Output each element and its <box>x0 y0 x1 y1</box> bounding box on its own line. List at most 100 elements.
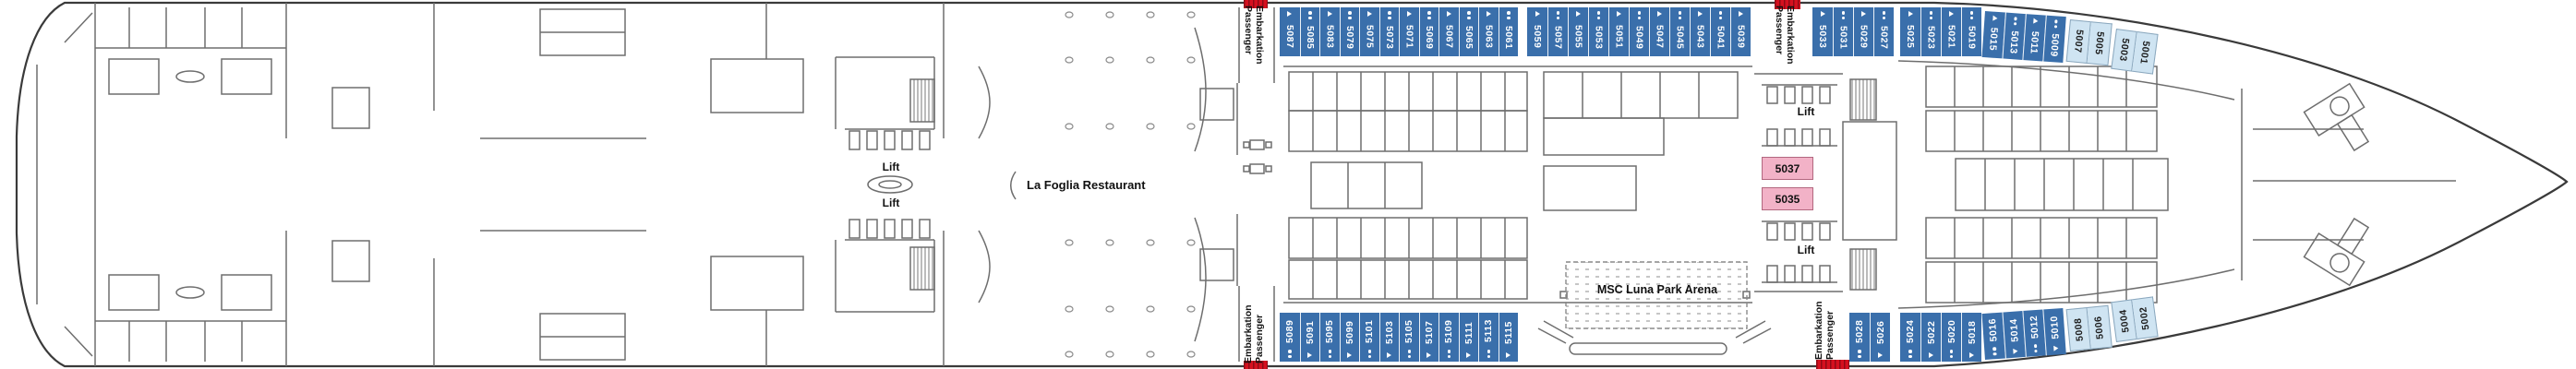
cabin-number: 5113 <box>1483 319 1495 343</box>
cabin-5057[interactable]: 5057 <box>1547 7 1568 56</box>
cabin-number: 5025 <box>1905 24 1916 49</box>
cabin-number: 5059 <box>1532 24 1543 49</box>
triangle-marker-icon <box>2053 345 2059 351</box>
cabin-5089[interactable]: 5089 <box>1280 313 1300 362</box>
cabin-number: 5039 <box>1735 24 1747 49</box>
cabin-5091[interactable]: 5091 <box>1299 313 1319 362</box>
two-dot-marker-icon <box>1841 11 1846 19</box>
cabin-5063[interactable]: 5063 <box>1478 7 1499 56</box>
two-dot-marker-icon <box>1882 11 1886 19</box>
triangle-marker-icon <box>1878 352 1883 358</box>
triangle-marker-icon <box>1387 352 1392 358</box>
cabin-5029[interactable]: 5029 <box>1853 7 1873 56</box>
triangle-marker-icon <box>1861 11 1866 17</box>
cabin-5059[interactable]: 5059 <box>1527 7 1547 56</box>
cabin-5033[interactable]: 5033 <box>1812 7 1833 56</box>
triangle-marker-icon <box>1426 352 1432 358</box>
two-dot-marker-icon <box>1908 350 1912 358</box>
cabin-5026[interactable]: 5026 <box>1870 313 1890 362</box>
triangle-marker-icon <box>1949 11 1954 17</box>
cabin-number: 5055 <box>1572 24 1584 49</box>
cabin-5010[interactable]: 5010 <box>2042 307 2066 356</box>
cabin-number: 5089 <box>1283 319 1295 343</box>
cabin-5027[interactable]: 5027 <box>1873 7 1894 56</box>
cabin-number: 5027 <box>1878 26 1890 50</box>
cabin-5073[interactable]: 5073 <box>1378 7 1399 56</box>
cabin-5115[interactable]: 5115 <box>1498 313 1518 362</box>
cabin-5111[interactable]: 5111 <box>1458 313 1478 362</box>
cabin-5087[interactable]: 5087 <box>1280 7 1300 56</box>
cabin-5051[interactable]: 5051 <box>1608 7 1629 56</box>
cabin-5031[interactable]: 5031 <box>1833 7 1853 56</box>
cabin-number: 5002 <box>2137 305 2152 331</box>
cabin-5045[interactable]: 5045 <box>1669 7 1690 56</box>
cabin-5083[interactable]: 5083 <box>1319 7 1340 56</box>
cabin-number: 5029 <box>1858 24 1870 49</box>
triangle-marker-icon <box>1908 11 1913 17</box>
cabin-5067[interactable]: 5067 <box>1438 7 1459 56</box>
cabin-5085[interactable]: 5085 <box>1299 7 1319 56</box>
cabin-5109[interactable]: 5109 <box>1438 313 1459 362</box>
cabin-number: 5087 <box>1283 24 1295 49</box>
cabin-5043[interactable]: 5043 <box>1690 7 1710 56</box>
cabin-5099[interactable]: 5099 <box>1339 313 1359 362</box>
two-dot-marker-icon <box>2033 344 2038 353</box>
cabin-5021[interactable]: 5021 <box>1941 7 1961 56</box>
cabin-number: 5018 <box>1966 320 1978 345</box>
cabin-5009[interactable]: 5009 <box>2042 15 2066 64</box>
cabin-5049[interactable]: 5049 <box>1629 7 1649 56</box>
cabin-number: 5024 <box>1905 319 1916 343</box>
cabin-5105[interactable]: 5105 <box>1399 313 1419 362</box>
cabin-number: 5053 <box>1593 26 1605 50</box>
lift-label-fwd-bottom: Lift <box>1797 244 1815 256</box>
cabin-5005[interactable]: 5005 <box>2087 21 2113 66</box>
cabin-5071[interactable]: 5071 <box>1399 7 1419 56</box>
two-dot-marker-icon <box>1447 350 1451 358</box>
cabin-5025[interactable]: 5025 <box>1900 7 1920 56</box>
cabin-5020[interactable]: 5020 <box>1941 313 1961 362</box>
lift-label-aft-top: Lift <box>882 161 900 173</box>
cabin-5039[interactable]: 5039 <box>1730 7 1751 56</box>
two-dot-marker-icon <box>1507 11 1511 19</box>
passenger-embarkation-label-fwd-top: Passenger Embarkation <box>1774 6 1796 65</box>
two-dot-marker-icon <box>1487 350 1490 358</box>
two-dot-marker-icon <box>1858 350 1861 358</box>
cabin-5018[interactable]: 5018 <box>1961 313 1981 362</box>
two-dot-marker-icon <box>1467 11 1471 19</box>
cabin-5019[interactable]: 5019 <box>1961 7 1981 56</box>
cabin-5053[interactable]: 5053 <box>1588 7 1608 56</box>
cabin-5065[interactable]: 5065 <box>1458 7 1478 56</box>
cabin-5095[interactable]: 5095 <box>1319 313 1340 362</box>
cabin-5022[interactable]: 5022 <box>1920 313 1941 362</box>
cabin-number: 5012 <box>2028 315 2041 339</box>
cabin-5055[interactable]: 5055 <box>1568 7 1588 56</box>
cabin-5024[interactable]: 5024 <box>1900 313 1920 362</box>
cabin-number: 5083 <box>1324 24 1336 49</box>
triangle-marker-icon <box>1486 11 1491 17</box>
cabin-5047[interactable]: 5047 <box>1649 7 1669 56</box>
cabin-5075[interactable]: 5075 <box>1359 7 1379 56</box>
cabin-5035[interactable]: 5035 <box>1762 187 1813 210</box>
cabin-5041[interactable]: 5041 <box>1710 7 1730 56</box>
cabin-number: 5020 <box>1945 319 1957 343</box>
cabin-5103[interactable]: 5103 <box>1378 313 1399 362</box>
cabin-5028[interactable]: 5028 <box>1849 313 1870 362</box>
cabin-number: 5022 <box>1925 320 1937 345</box>
cabin-5037[interactable]: 5037 <box>1762 157 1813 180</box>
cabin-5023[interactable]: 5023 <box>1920 7 1941 56</box>
cabin-5101[interactable]: 5101 <box>1359 313 1379 362</box>
cabin-number: 5065 <box>1463 26 1475 50</box>
cabin-number: 5111 <box>1463 321 1475 344</box>
cabin-number: 5043 <box>1694 24 1706 49</box>
cabin-5113[interactable]: 5113 <box>1478 313 1499 362</box>
cabin-5006[interactable]: 5006 <box>2087 304 2113 350</box>
cabin-5069[interactable]: 5069 <box>1418 7 1438 56</box>
cabin-5107[interactable]: 5107 <box>1418 313 1438 362</box>
cabin-5079[interactable]: 5079 <box>1339 7 1359 56</box>
cabin-5061[interactable]: 5061 <box>1498 7 1518 56</box>
two-dot-marker-icon <box>1348 11 1352 19</box>
